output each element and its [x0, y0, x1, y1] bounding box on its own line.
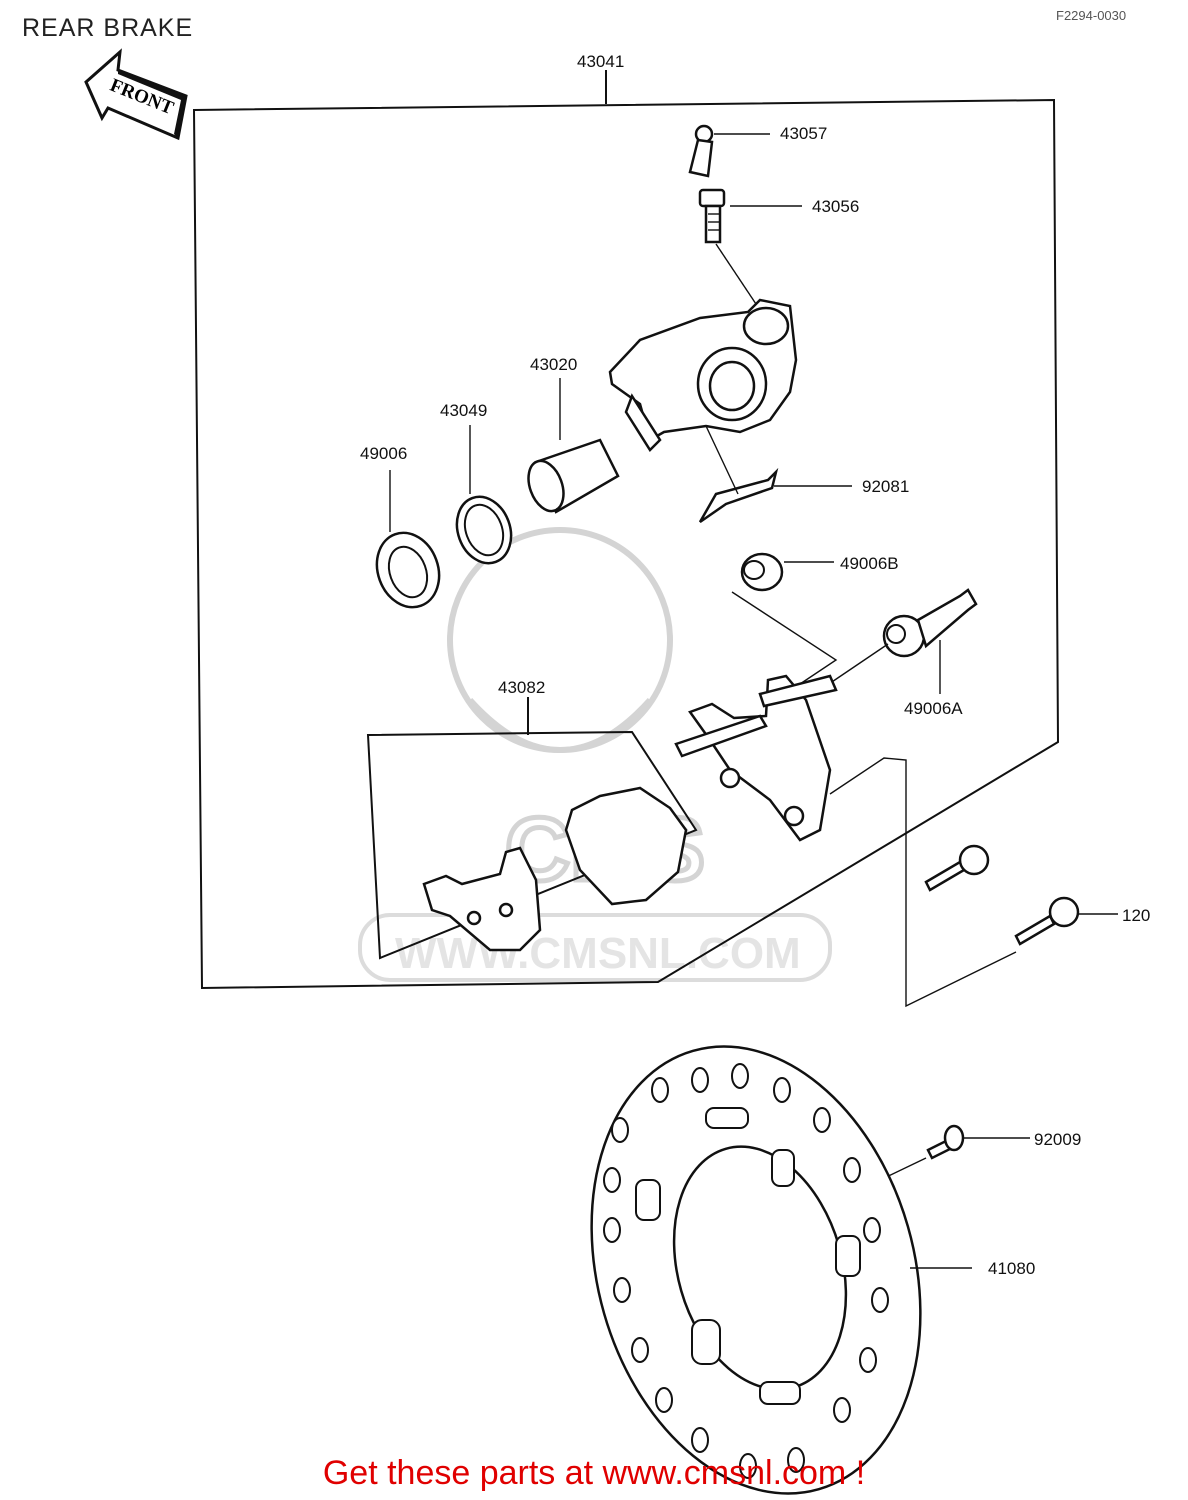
label-92009: 92009 — [1034, 1130, 1081, 1149]
bleed-valve-part — [698, 188, 802, 311]
label-43049: 43049 — [440, 401, 487, 420]
label-43082: 43082 — [498, 678, 545, 697]
label-43057: 43057 — [780, 124, 827, 143]
piston-seal-part — [455, 425, 513, 565]
boot-b-part — [731, 552, 838, 685]
pads-subframe — [366, 730, 698, 960]
label-49006A: 49006A — [904, 699, 963, 718]
bleed-cap-part — [688, 124, 770, 178]
label-120: 120 — [1122, 906, 1150, 925]
caliper-bolt-part — [829, 757, 1118, 1008]
get-parts-link[interactable]: Get these parts at www.cmsnl.com ! — [322, 1454, 866, 1492]
caliper-body-part — [608, 298, 798, 452]
caliper-assembly-frame — [192, 98, 1060, 990]
watermark-url: WWW.CMSNL.COM — [395, 929, 801, 978]
label-43056: 43056 — [812, 197, 859, 216]
dust-seal-part — [375, 470, 441, 609]
part-labels: 43041 43057 43056 43020 43049 49006 9208… — [360, 52, 1150, 1278]
caliper-bracket-part — [674, 674, 838, 842]
label-49006B: 49006B — [840, 554, 899, 573]
label-43020: 43020 — [530, 355, 577, 374]
pad-spring-part — [698, 425, 852, 524]
label-92081: 92081 — [862, 477, 909, 496]
front-direction-arrow: FRONT — [84, 48, 188, 141]
disc-bolt-part — [875, 1124, 1030, 1183]
label-41080: 41080 — [988, 1259, 1035, 1278]
brake-pads-part — [422, 786, 688, 952]
brake-disc-part — [590, 1045, 972, 1495]
piston-part — [527, 378, 620, 514]
boot-a-part — [819, 588, 978, 694]
label-43041: 43041 — [577, 52, 624, 71]
label-49006: 49006 — [360, 444, 407, 463]
diagram-code: F2294-0030 — [1056, 8, 1127, 23]
page-title: REAR BRAKE — [22, 14, 194, 42]
